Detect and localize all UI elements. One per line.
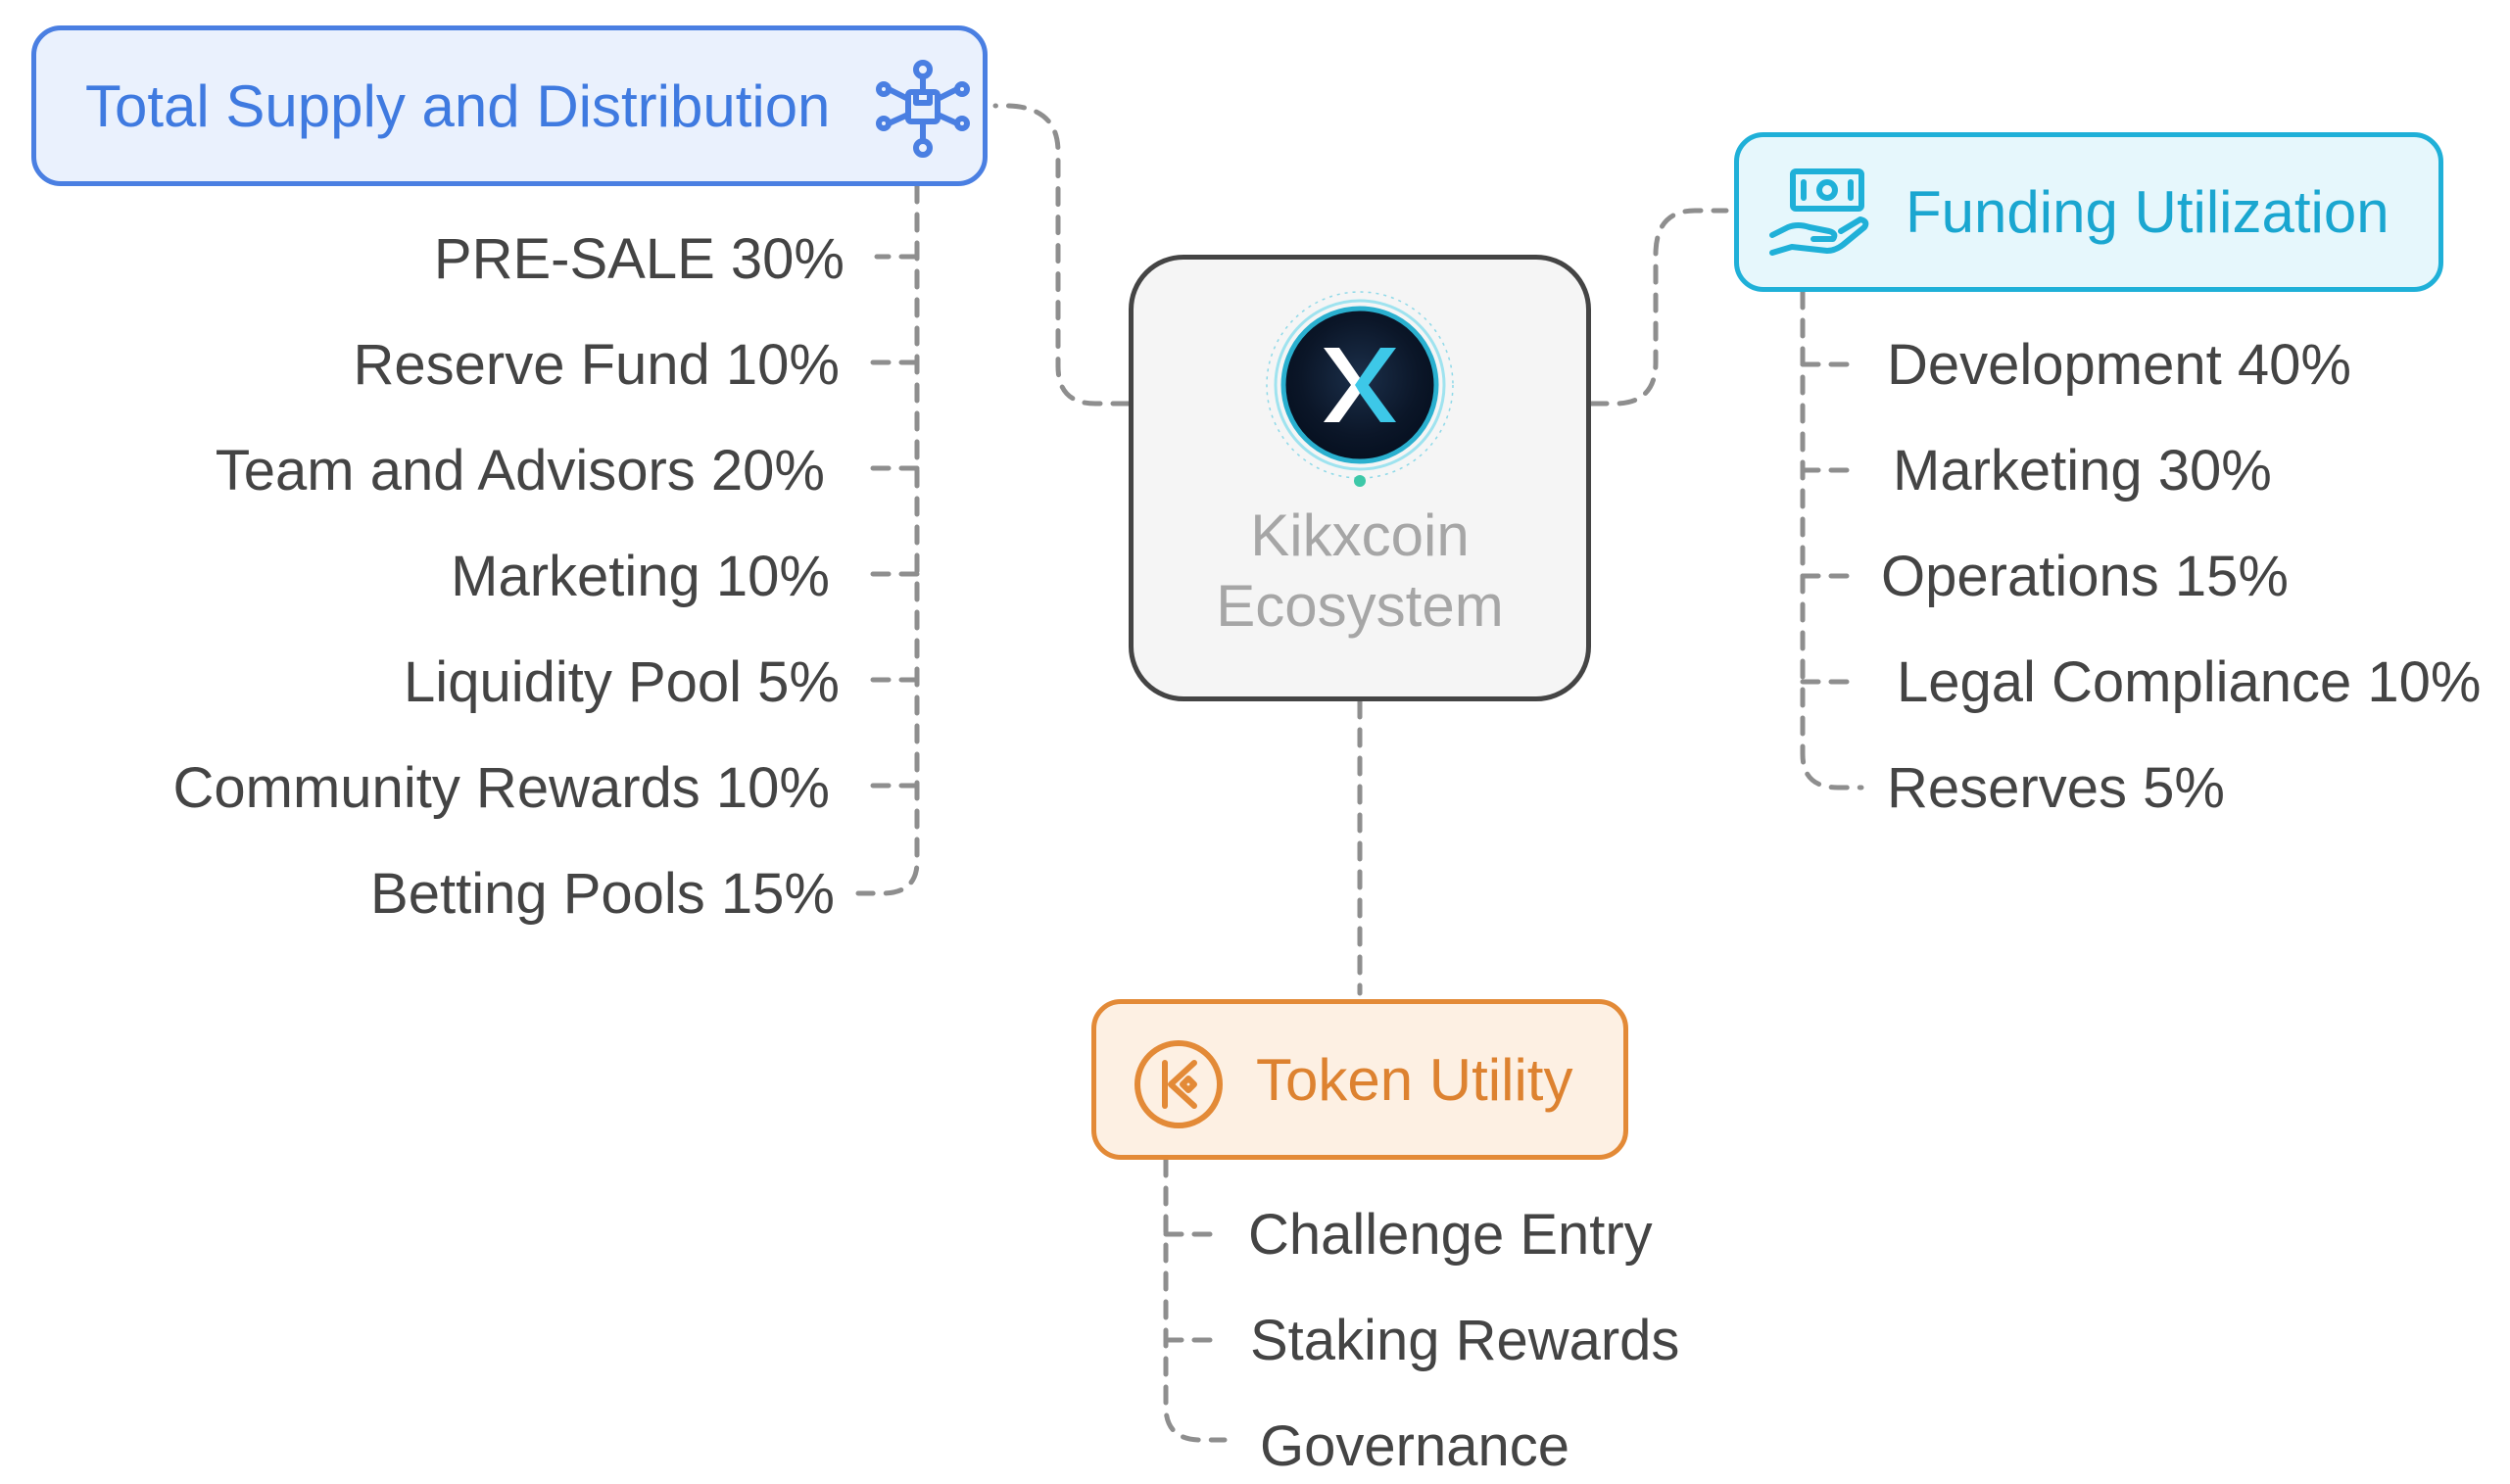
hand-money-icon bbox=[1769, 168, 1869, 256]
funding-leaf-3: Operations 15% bbox=[1881, 545, 2289, 608]
center-title: Kikxcoin Ecosystem bbox=[1216, 501, 1503, 642]
supply-leaf-3: Team and Advisors 20% bbox=[215, 439, 825, 503]
supply-node[interactable]: Total Supply and Distribution bbox=[31, 25, 988, 186]
network-box-icon bbox=[876, 60, 970, 158]
supply-leaf-4: Marketing 10% bbox=[451, 545, 830, 608]
supply-leaf-5: Liquidity Pool 5% bbox=[404, 650, 840, 714]
connector-center-funding bbox=[1588, 208, 1729, 407]
funding-leaf-1: Development 40% bbox=[1887, 333, 2351, 397]
center-title-line2: Ecosystem bbox=[1216, 573, 1504, 639]
funding-leaf-5: Reserves 5% bbox=[1887, 756, 2225, 820]
supply-leaf-7: Betting Pools 15% bbox=[370, 862, 835, 926]
supply-title: Total Supply and Distribution bbox=[85, 72, 831, 139]
center-title-line1: Kikxcoin bbox=[1250, 503, 1470, 568]
k-coin-icon bbox=[1134, 1040, 1223, 1128]
token-title: Token Utility bbox=[1256, 1046, 1573, 1113]
supply-leaf-2: Reserve Fund 10% bbox=[353, 333, 840, 397]
connector-center-supply bbox=[992, 103, 1132, 407]
center-node[interactable]: Kikxcoin Ecosystem bbox=[1129, 255, 1591, 701]
token-leaf-1: Challenge Entry bbox=[1248, 1203, 1653, 1267]
supply-leaf-6: Community Rewards 10% bbox=[172, 756, 830, 820]
funding-trunk bbox=[1800, 289, 1864, 790]
funding-title: Funding Utilization bbox=[1906, 179, 2389, 245]
token-leaf-2: Staking Rewards bbox=[1250, 1309, 1680, 1372]
funding-leaf-2: Marketing 30% bbox=[1893, 439, 2272, 503]
kikxcoin-x-logo bbox=[1266, 291, 1454, 487]
token-trunk bbox=[1163, 1157, 1228, 1443]
funding-leaf-4: Legal Compliance 10% bbox=[1897, 650, 2482, 714]
funding-node[interactable]: Funding Utilization bbox=[1734, 132, 2443, 292]
token-node[interactable]: Token Utility bbox=[1091, 999, 1628, 1160]
token-leaf-3: Governance bbox=[1260, 1414, 1569, 1478]
supply-leaf-1: PRE-SALE 30% bbox=[433, 227, 845, 291]
